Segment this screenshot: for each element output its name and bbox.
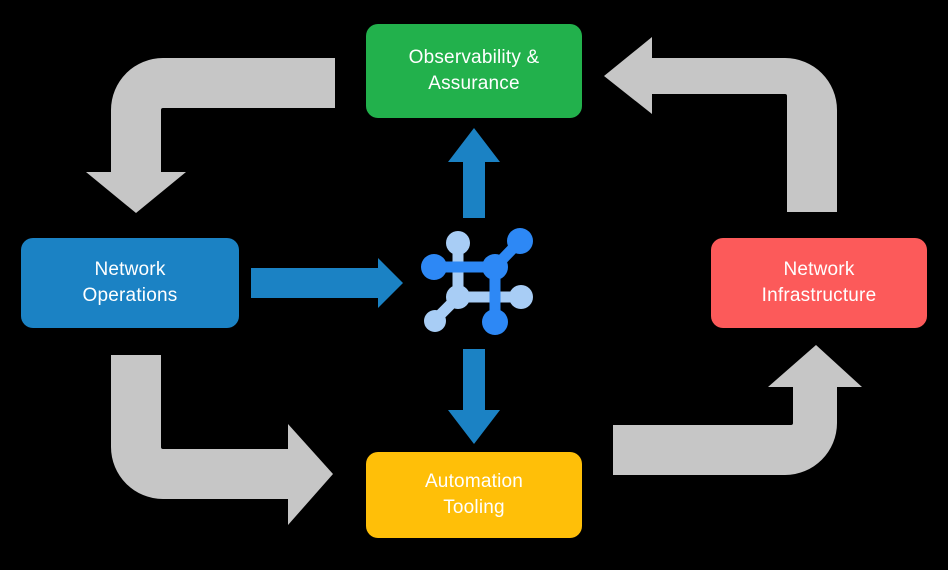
box-network-operations[interactable]: Network Operations [21, 238, 239, 328]
box-observability-label: Observability & Assurance [408, 47, 540, 94]
topology-node-top-right [507, 228, 533, 254]
topology-node-bottom-left [424, 310, 446, 332]
gray-arrow-operations-to-automation [111, 355, 333, 525]
gray-arrow-observability-to-operations [86, 58, 335, 213]
network-topology-icon [421, 228, 533, 335]
blue-arrow-operations-to-center [251, 258, 403, 308]
gray-arrow-infrastructure-to-observability [604, 37, 837, 212]
blue-arrow-center-to-observability [448, 128, 500, 218]
box-automation-tooling-label: Automation Tooling [424, 471, 524, 518]
blue-arrow-center-to-automation [448, 349, 500, 444]
gray-arrow-automation-to-infrastructure [613, 345, 862, 475]
topology-node-center-hub [482, 254, 508, 280]
box-network-infrastructure[interactable]: Network Infrastructure [711, 238, 927, 328]
topology-node-top [446, 231, 470, 255]
box-network-infrastructure-label: Network Infrastructure [761, 259, 877, 306]
box-automation-tooling[interactable]: Automation Tooling [366, 452, 582, 538]
box-observability-assurance[interactable]: Observability & Assurance [366, 24, 582, 118]
topology-node-bottom [482, 309, 508, 335]
topology-node-bottom-hub [446, 285, 470, 309]
topology-node-left [421, 254, 447, 280]
box-network-operations-label: Network Operations [82, 259, 178, 306]
topology-node-right-mid [509, 285, 533, 309]
